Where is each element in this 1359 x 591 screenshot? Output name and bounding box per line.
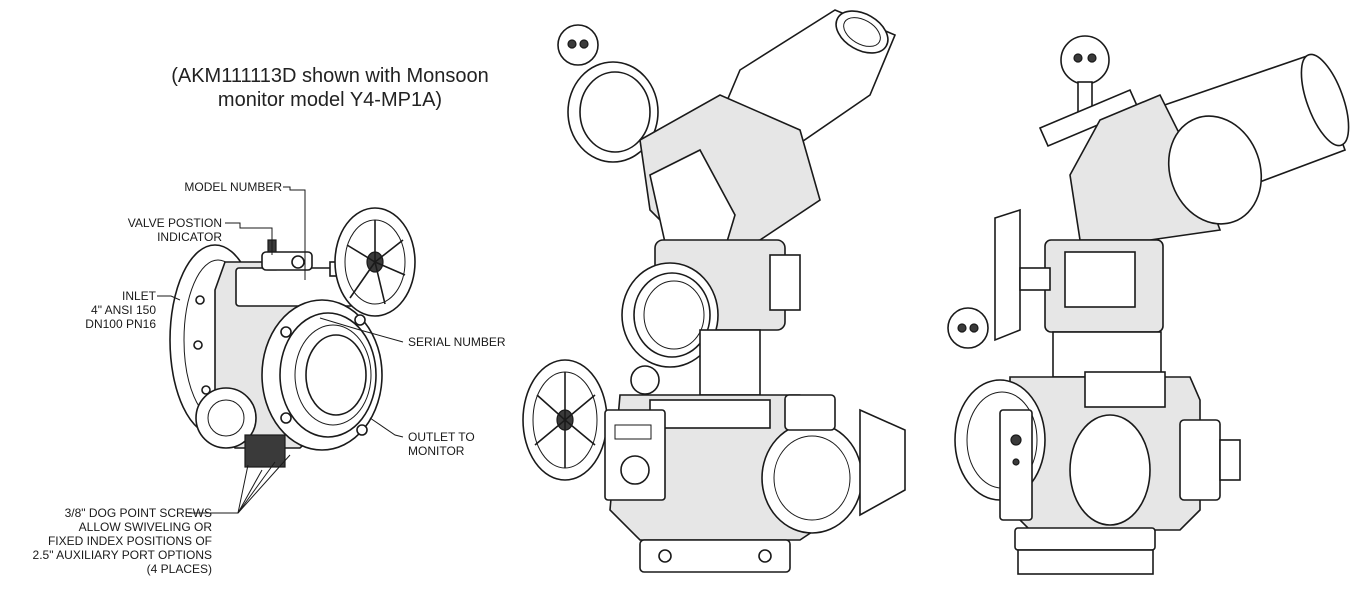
callout-valve-position-line-2: INDICATOR: [157, 230, 222, 244]
leader-lines: [157, 186, 404, 514]
callout-screws-line-4: 2.5" AUXILIARY PORT OPTIONS: [32, 548, 212, 562]
caption-line-1: (AKM111113D shown with Monsoon: [171, 65, 489, 87]
callout-dog-point-screws: 3/8" DOG POINT SCREWS ALLOW SWIVELING OR…: [20, 506, 212, 576]
figure-caption: (AKM111113D shown with Monsoon monitor m…: [130, 64, 530, 112]
valve-assembly-drawing: [169, 207, 416, 468]
callout-screws-line-3: FIXED INDEX POSITIONS OF: [47, 534, 212, 548]
callout-serial-number: SERIAL NUMBER: [408, 335, 506, 349]
callout-outlet: OUTLET TO MONITOR: [408, 430, 475, 458]
monitor-side-drawing: [947, 35, 1350, 575]
callout-model-number-text: MODEL NUMBER: [184, 180, 282, 194]
callout-screws-line-1: 3/8" DOG POINT SCREWS: [64, 506, 212, 520]
callout-serial-number-text: SERIAL NUMBER: [408, 335, 506, 349]
callout-inlet-line-1: INLET: [121, 289, 156, 303]
callout-screws-line-5: (4 PLACES): [146, 562, 212, 576]
callout-inlet-line-2: 4" ANSI 150: [91, 303, 156, 317]
callout-inlet-line-3: DN100 PN16: [85, 317, 156, 331]
caption-line-2: monitor model Y4-MP1A): [217, 89, 443, 111]
callout-valve-position-line-1: VALVE POSTION: [127, 216, 222, 230]
callout-outlet-line-2: MONITOR: [408, 444, 465, 458]
callout-model-number: MODEL NUMBER: [150, 180, 282, 194]
callout-screws-line-2: ALLOW SWIVELING OR: [78, 520, 212, 534]
monitor-front-drawing: [522, 9, 906, 573]
callout-valve-position: VALVE POSTION INDICATOR: [90, 216, 222, 244]
callout-outlet-line-1: OUTLET TO: [408, 430, 475, 444]
callout-inlet: INLET 4" ANSI 150 DN100 PN16: [40, 289, 156, 331]
